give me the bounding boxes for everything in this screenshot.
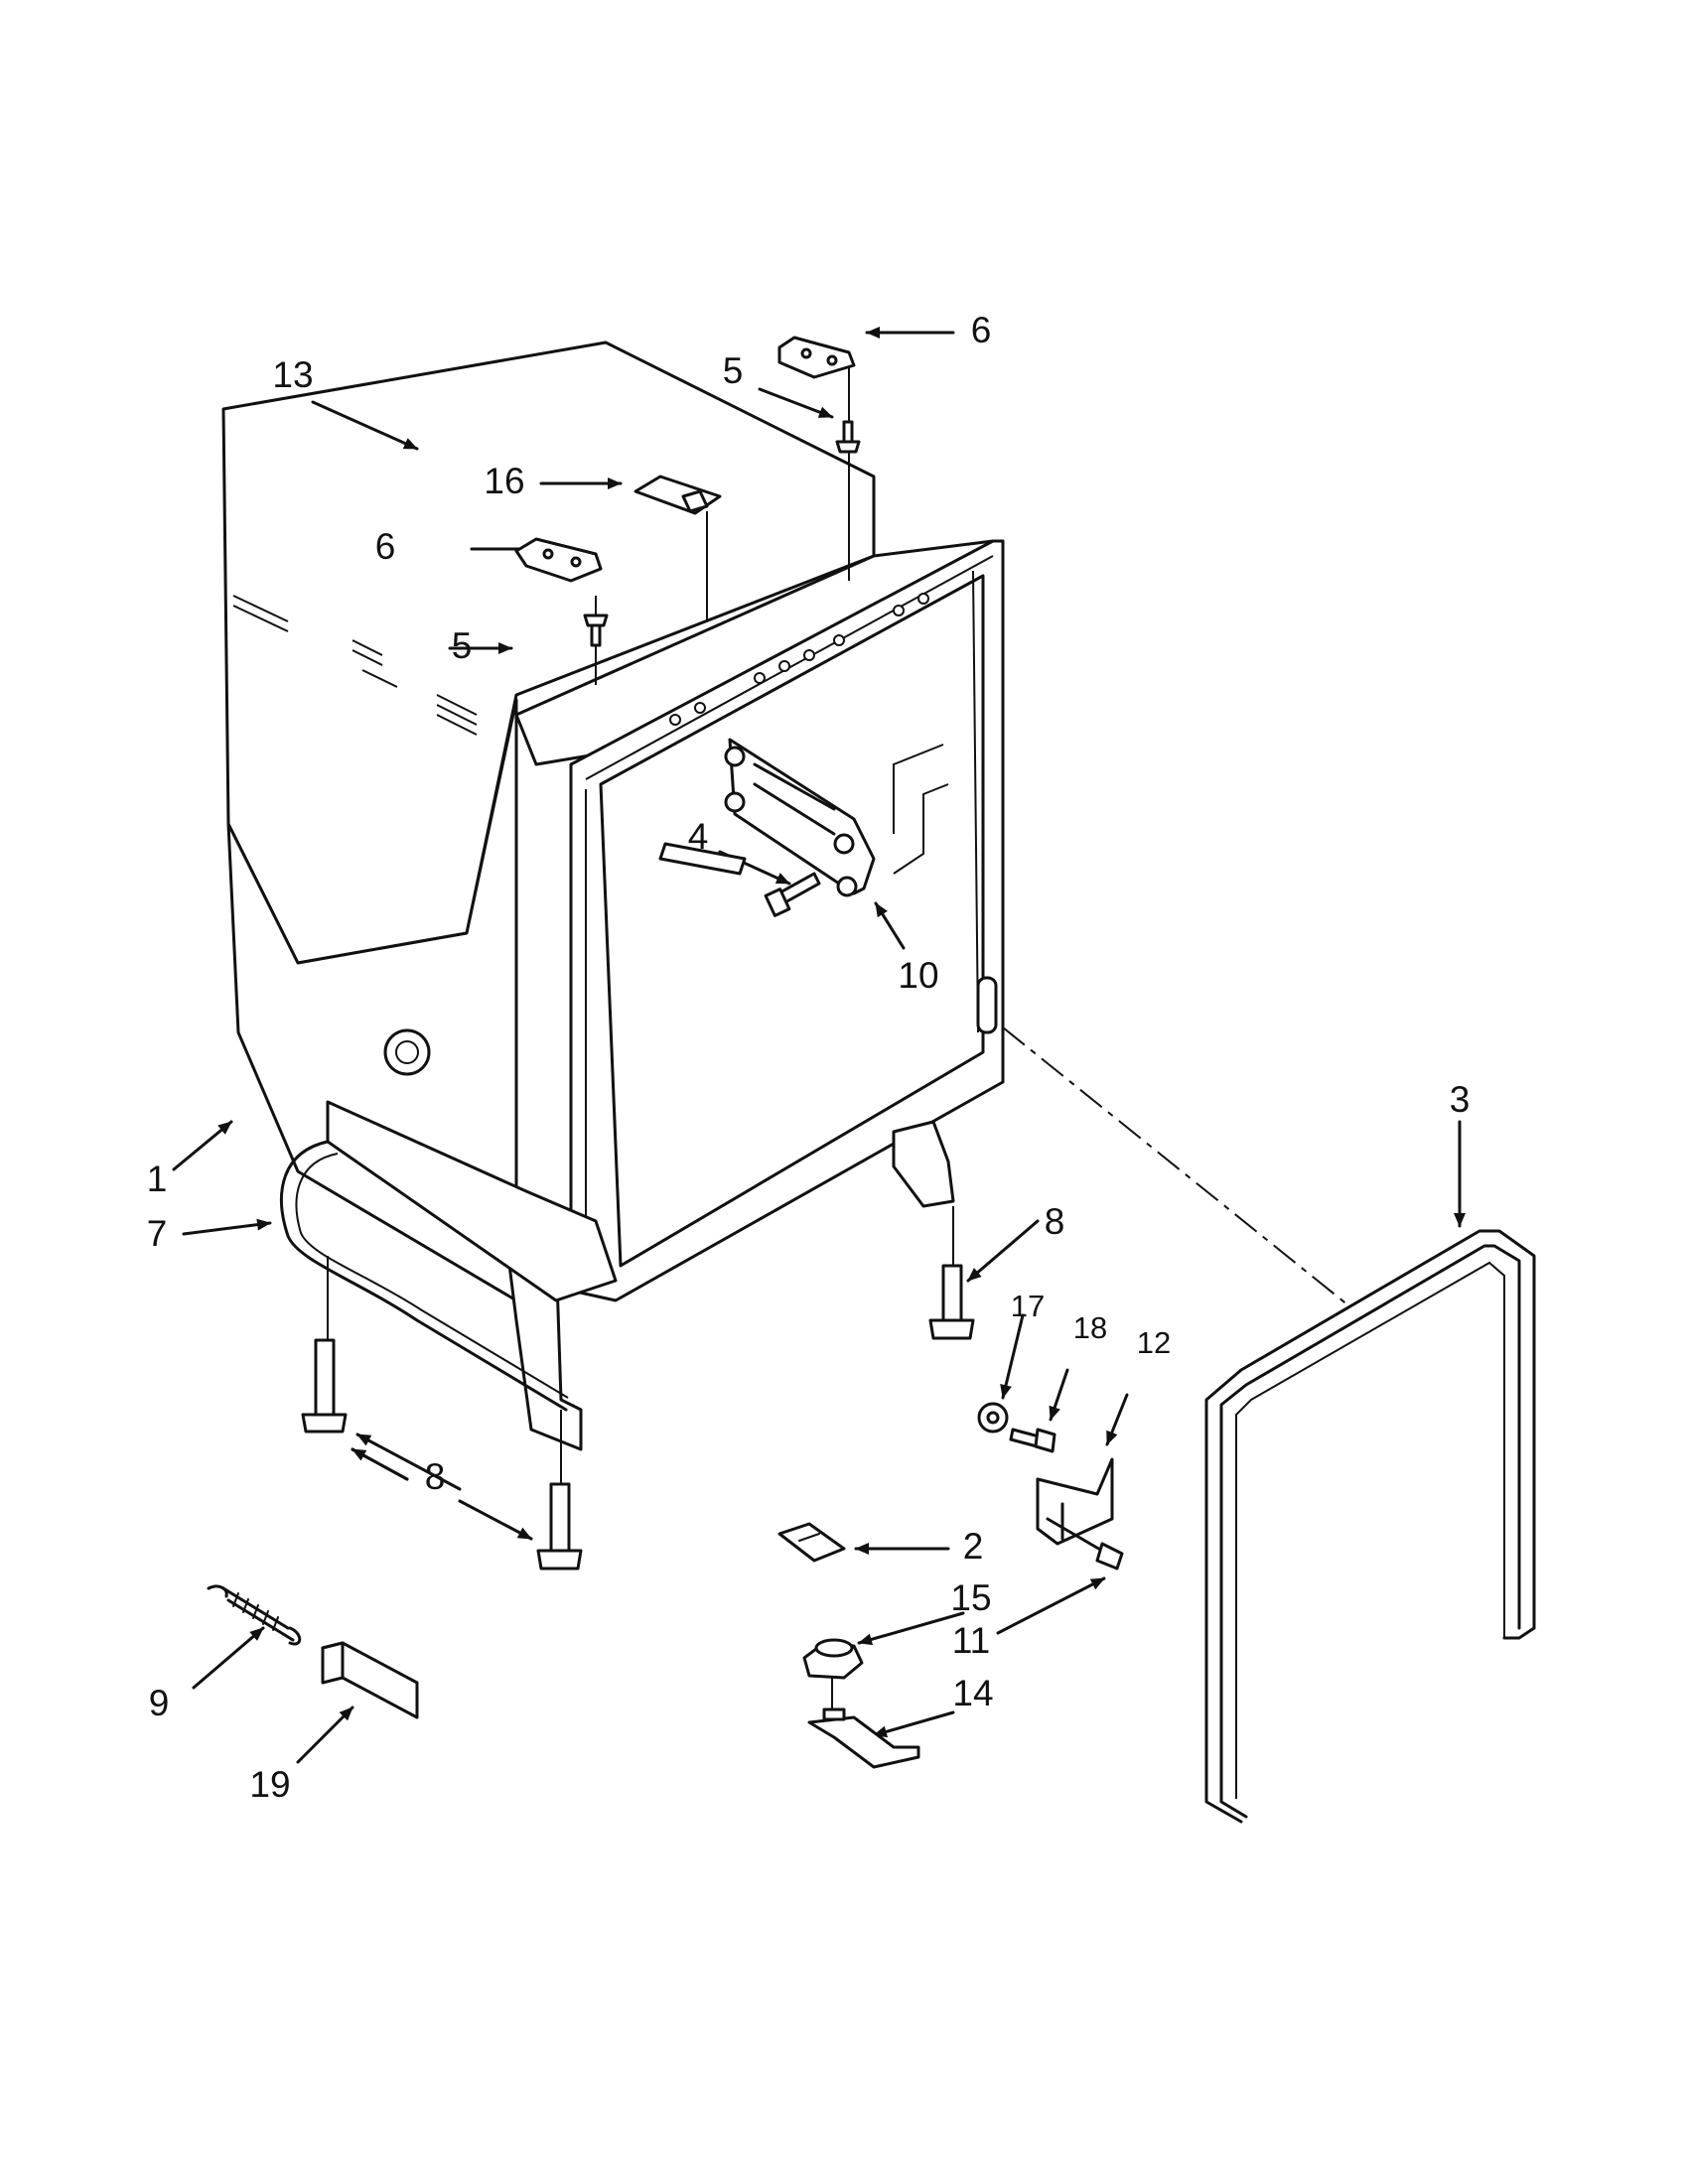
callout-19: 19 <box>249 1764 290 1805</box>
rack-bracket <box>724 738 876 897</box>
hinge-bracket-lower <box>514 537 603 583</box>
tub-assembly <box>221 341 1005 1451</box>
strip-4 <box>658 842 747 876</box>
tub-left-wall <box>226 698 518 1302</box>
callout-16: 16 <box>484 461 524 501</box>
pad-19 <box>321 1641 419 1719</box>
bracket-12 <box>1036 1457 1114 1546</box>
callout-12: 12 <box>1137 1325 1171 1360</box>
screw-lower <box>583 614 609 647</box>
washer-17 <box>977 1402 1009 1433</box>
callout-3: 3 <box>1450 1079 1471 1120</box>
bracket-14 <box>807 1707 920 1769</box>
callout-10: 10 <box>898 955 938 996</box>
callout-5a: 5 <box>723 350 744 391</box>
callout-11: 11 <box>952 1620 990 1661</box>
callout-13: 13 <box>272 354 313 395</box>
plate-2 <box>777 1522 846 1563</box>
callout-14: 14 <box>952 1673 993 1713</box>
clip-16 <box>633 475 722 515</box>
callout-15: 15 <box>950 1577 991 1618</box>
screw-11 <box>1046 1517 1124 1570</box>
callout-9: 9 <box>149 1683 170 1723</box>
leveling-leg-1 <box>301 1338 348 1433</box>
door-gasket <box>1204 1229 1536 1824</box>
screw-upper <box>835 420 861 454</box>
callout-1: 1 <box>147 1159 168 1199</box>
callout-18: 18 <box>1073 1310 1107 1345</box>
callout-5b: 5 <box>452 625 473 666</box>
leader-lines <box>172 327 1466 1764</box>
callout-labels: 1 2 3 4 5 5 6 6 7 8 8 9 10 11 12 13 14 1… <box>147 310 1471 1805</box>
vent-icon <box>383 1028 431 1076</box>
callout-8a: 8 <box>1045 1201 1065 1242</box>
callout-17: 17 <box>1011 1289 1045 1323</box>
callout-6a: 6 <box>971 310 992 350</box>
screw-18 <box>1009 1428 1056 1453</box>
switch-15 <box>802 1638 864 1680</box>
callout-8b: 8 <box>425 1456 446 1497</box>
hinge-bracket-upper <box>777 336 856 379</box>
callout-4: 4 <box>688 816 709 857</box>
tub-rear-leg-right <box>892 1120 955 1208</box>
leveling-leg-2 <box>536 1482 583 1570</box>
callout-6b: 6 <box>375 526 396 567</box>
leveling-leg-3 <box>928 1264 975 1340</box>
callout-7: 7 <box>147 1213 168 1254</box>
screw-4 <box>764 872 821 917</box>
drain-hose <box>280 1140 568 1412</box>
callout-2: 2 <box>963 1526 984 1567</box>
spring <box>207 1584 302 1646</box>
